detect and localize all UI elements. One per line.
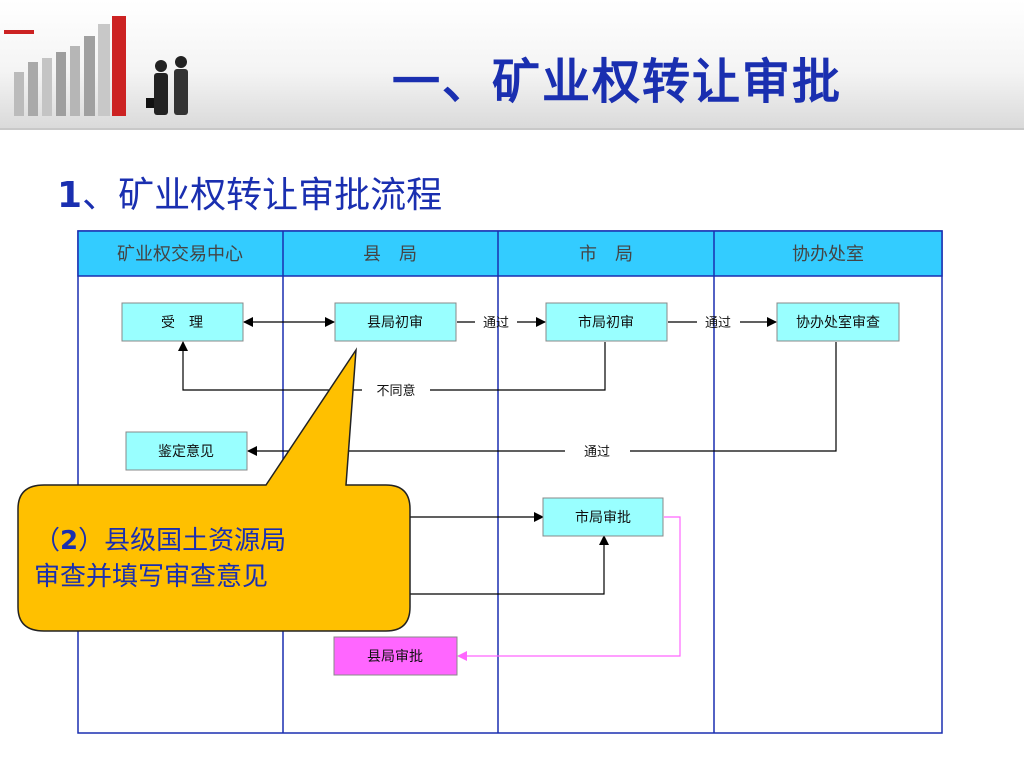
node-city-review xyxy=(545,302,668,342)
edge-city-to-county-approve xyxy=(457,516,681,661)
node-accept xyxy=(121,302,244,342)
column-header-trading-center: 矿业权交易中心 xyxy=(117,244,243,265)
edge-label-pass-1: 通过 xyxy=(483,316,509,331)
node-appraisal xyxy=(125,431,248,471)
slide-title: 一、矿业权转让审批 xyxy=(392,54,843,110)
node-dept-review xyxy=(776,302,900,342)
edge-dept-appraisal-a xyxy=(630,342,837,452)
callout-open-paren: （ xyxy=(34,526,61,556)
business-chart-logo xyxy=(4,16,188,116)
node-city-approve-label: 市局审批 xyxy=(575,509,631,526)
slide-subtitle: 1、矿业权转让审批流程 xyxy=(57,166,442,218)
node-dept-review-label: 协办处室审查 xyxy=(796,314,880,331)
column-header-county-bureau: 县 局 xyxy=(363,244,417,265)
edge-up-city-approve xyxy=(400,535,609,595)
edge-disagree-return xyxy=(430,342,606,391)
callout-line-2: 审查并填写审查意见 xyxy=(34,562,269,592)
node-county-review-label: 县局初审 xyxy=(367,314,423,331)
header-divider xyxy=(0,128,1024,130)
callout-number: 2 xyxy=(60,526,79,556)
edge-disagree-return-2 xyxy=(178,341,362,391)
column-header-city-bureau: 市 局 xyxy=(579,244,633,265)
node-appraisal-label: 鉴定意见 xyxy=(158,443,214,460)
node-city-approve xyxy=(542,497,664,537)
callout-line-1: ）县级国土资源局 xyxy=(78,526,287,556)
edge-label-disagree: 不同意 xyxy=(376,383,415,399)
edge-label-pass-3: 通过 xyxy=(584,445,610,460)
subtitle-number: 1 xyxy=(57,175,83,216)
subtitle-text: 、矿业权转让审批流程 xyxy=(82,175,443,216)
businessmen-icon xyxy=(146,56,188,115)
node-accept-label: 受 理 xyxy=(161,315,203,331)
slide-header-band xyxy=(0,0,1024,130)
node-county-approve xyxy=(333,636,458,676)
bar-chart-icon xyxy=(4,16,126,116)
node-county-review xyxy=(334,302,457,342)
lane-header-row xyxy=(77,230,943,277)
node-city-review-label: 市局初审 xyxy=(578,314,634,331)
callout-bubble xyxy=(17,347,411,632)
column-header-assist-dept: 协办处室 xyxy=(792,244,864,265)
node-county-approve-label: 县局审批 xyxy=(367,649,423,665)
edge-label-pass-2: 通过 xyxy=(705,316,731,331)
callout-text: （2）县级国土资源局审查并填写审查意见 xyxy=(34,523,394,595)
